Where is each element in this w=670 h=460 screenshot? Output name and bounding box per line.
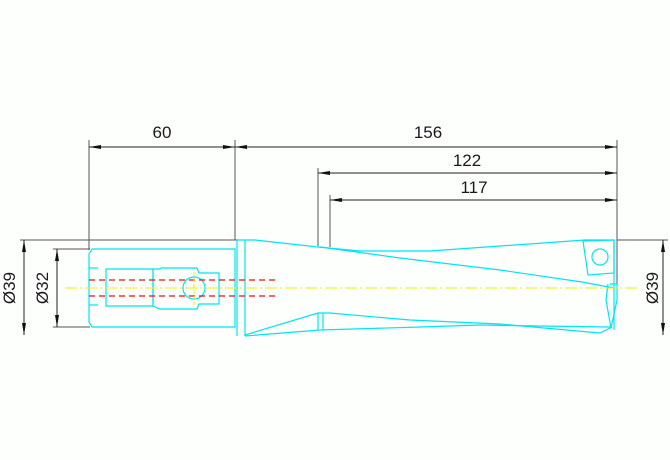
dimension-60-label: 60: [153, 123, 172, 142]
dimension-122: 122: [317, 151, 617, 246]
dimension-156-label: 156: [414, 123, 442, 142]
dimension-left-d39-label: Ø39: [0, 272, 19, 304]
dimension-117-label: 117: [460, 178, 487, 197]
dimension-left-d32-label: Ø32: [33, 272, 52, 304]
dimension-122-label: 122: [453, 151, 481, 170]
drill-body-outline: [237, 239, 618, 337]
dimension-left-d32: Ø32: [33, 248, 90, 328]
dimension-right-d39-label: Ø39: [643, 272, 662, 304]
dimension-60: 60: [88, 123, 236, 250]
dimension-left-d39: Ø39: [0, 239, 237, 335]
dimension-117: 117: [329, 178, 617, 247]
centerline: [65, 272, 638, 305]
hidden-coolant-lines: [89, 279, 276, 297]
dimension-right-d39: Ø39: [617, 239, 668, 335]
dimension-156: 156: [235, 123, 618, 292]
